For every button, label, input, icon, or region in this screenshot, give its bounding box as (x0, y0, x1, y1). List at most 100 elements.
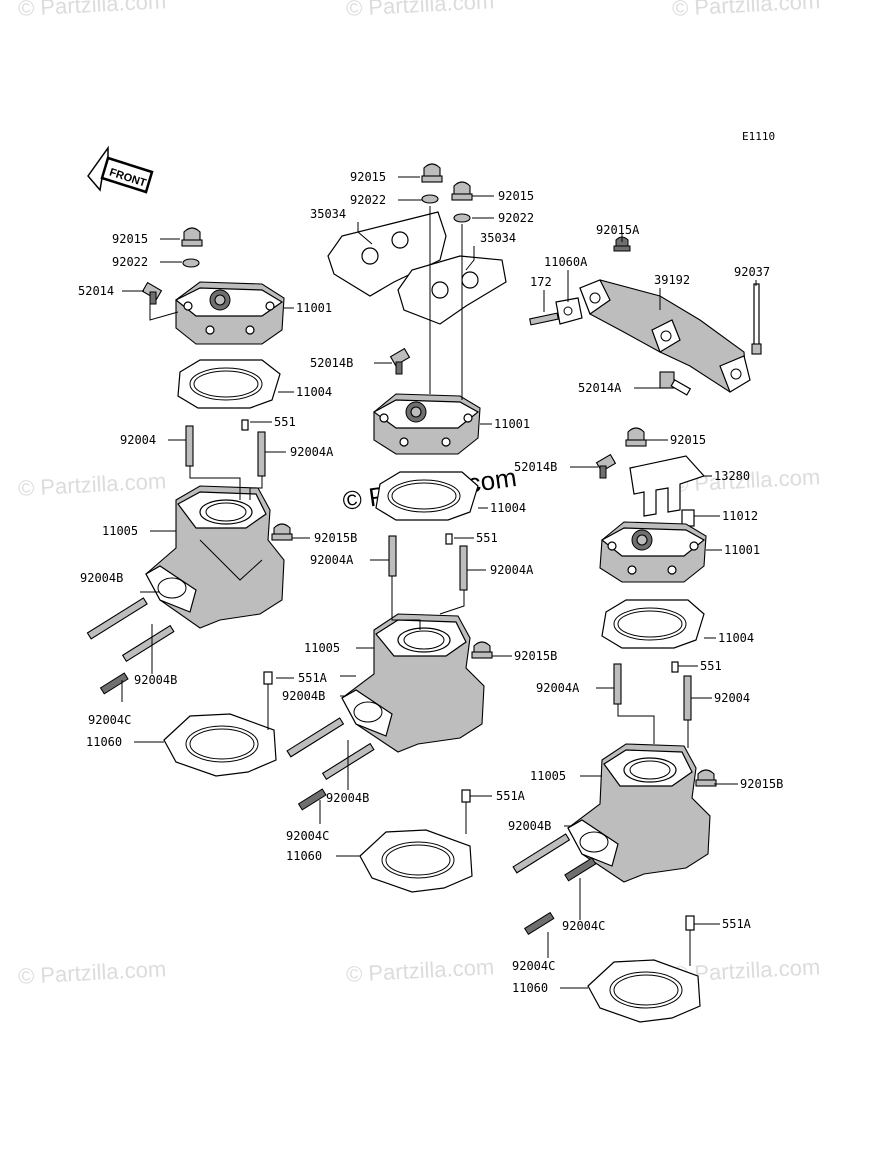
elbow-fitting-left (141, 281, 163, 305)
elbow-fitting-center (389, 347, 411, 375)
label-172: 172 (530, 275, 552, 289)
label-11012: 11012 (722, 509, 758, 523)
diagram-code: E1110 (742, 130, 776, 143)
label-551a-center: 551A (496, 789, 526, 803)
head-gasket-right (601, 599, 705, 649)
stud-92004a-left (257, 431, 266, 477)
label-11001-center: 11001 (494, 417, 530, 431)
label-92015-left: 92015 (112, 232, 148, 246)
label-92004c-center: 92004C (286, 829, 329, 843)
bracket-13280 (629, 455, 706, 517)
stud-92004b-left (86, 597, 148, 640)
label-92004b-center-1: 92004B (282, 689, 325, 703)
label-52014b-center: 52014B (310, 356, 353, 370)
label-11005-center: 11005 (304, 641, 340, 655)
label-11001-right: 11001 (724, 543, 760, 557)
water-manifold-39192 (579, 279, 751, 393)
label-92004c-right-1: 92004C (562, 919, 605, 933)
front-arrow-icon: FRONT (87, 145, 154, 194)
cylinder-block-center (341, 613, 485, 753)
cap-nut-center-2 (451, 181, 473, 201)
cap-nut-92015b-left (271, 523, 293, 541)
cylinder-head-left (174, 281, 285, 345)
stud-92004b-center-1 (286, 717, 345, 758)
label-92004b-left-2: 92004B (134, 673, 177, 687)
cover-plate-center-2 (397, 255, 507, 325)
dowel-551a-center (461, 789, 471, 803)
washer-left (182, 258, 200, 268)
stud-92004c-left (99, 672, 129, 695)
stud-92004a-right (613, 663, 622, 705)
elbow-fitting-right (595, 453, 617, 479)
label-92015-center-1: 92015 (350, 170, 386, 184)
label-92015b-right: 92015B (740, 777, 783, 791)
stud-92004c-center (297, 788, 327, 811)
base-gasket-center (359, 829, 473, 893)
label-92015a: 92015A (596, 223, 640, 237)
label-92004c-left: 92004C (88, 713, 131, 727)
label-52014a: 52014A (578, 381, 622, 395)
label-92004a-left: 92004A (290, 445, 334, 459)
label-11001-left: 11001 (296, 301, 332, 315)
label-11060-center: 11060 (286, 849, 322, 863)
stud-92004c-right-1 (564, 857, 597, 882)
label-35034-center-2: 35034 (480, 231, 516, 245)
cap-nut-92015a (613, 236, 631, 252)
stud-92004-right (683, 675, 692, 721)
label-13280: 13280 (714, 469, 750, 483)
label-11060a: 11060A (544, 255, 588, 269)
stud-172 (529, 312, 559, 326)
dowel-551-center (445, 533, 453, 545)
label-92015-right: 92015 (670, 433, 706, 447)
washer-center-1 (421, 194, 439, 204)
label-92022-center-1: 92022 (350, 193, 386, 207)
label-92015-center-2: 92015 (498, 189, 534, 203)
cylinder-head-center (372, 393, 481, 455)
cap-nut-right (625, 427, 647, 447)
cap-nut-92015b-right (695, 769, 717, 787)
cap-nut-center-1 (421, 163, 443, 183)
label-551a-left: 551A (298, 671, 328, 685)
label-11004-center: 11004 (490, 501, 526, 515)
label-35034-center-1: 35034 (310, 207, 346, 221)
label-92004a-center-1: 92004A (310, 553, 354, 567)
cover-plate-center-1 (327, 211, 447, 297)
label-551a-right: 551A (722, 917, 752, 931)
base-gasket-right (587, 959, 701, 1023)
label-11005-right: 11005 (530, 769, 566, 783)
label-92004a-center-2: 92004A (490, 563, 534, 577)
label-92004-right: 92004 (714, 691, 750, 705)
stud-92004-left (185, 425, 194, 467)
label-92015b-left: 92015B (314, 531, 357, 545)
label-92004a-right: 92004A (536, 681, 580, 695)
label-92004-left: 92004 (120, 433, 156, 447)
stud-92004a-center-2 (459, 545, 468, 591)
label-551-left: 551 (274, 415, 296, 429)
label-11004-right: 11004 (718, 631, 754, 645)
head-gasket-left (177, 359, 281, 409)
label-11060-right: 11060 (512, 981, 548, 995)
label-92004b-center-2: 92004B (326, 791, 369, 805)
dowel-551a-right (685, 915, 695, 931)
label-92022-left: 92022 (112, 255, 148, 269)
label-92004c-right-2: 92004C (512, 959, 555, 973)
stud-92004b-left-2 (121, 624, 175, 662)
label-92015b-center: 92015B (514, 649, 557, 663)
label-39192: 39192 (654, 273, 690, 287)
label-11060-left: 11060 (86, 735, 122, 749)
gasket-11060a (555, 297, 583, 325)
bolt-92037 (751, 283, 762, 355)
leader-lines (121, 176, 757, 989)
dowel-551-left (241, 419, 249, 431)
label-551-center: 551 (476, 531, 498, 545)
base-gasket-left (163, 713, 277, 777)
cylinder-block-left (145, 485, 285, 629)
stud-92004a-center-1 (388, 535, 397, 577)
dowel-551-right (671, 661, 679, 673)
label-92037: 92037 (734, 265, 770, 279)
cap-nut-92015b-center (471, 641, 493, 659)
cylinder-head-right (599, 521, 707, 583)
cylinder-block-right (567, 743, 711, 883)
part-labels: 92015 92022 52014 11001 11004 92004 551 … (78, 170, 783, 995)
